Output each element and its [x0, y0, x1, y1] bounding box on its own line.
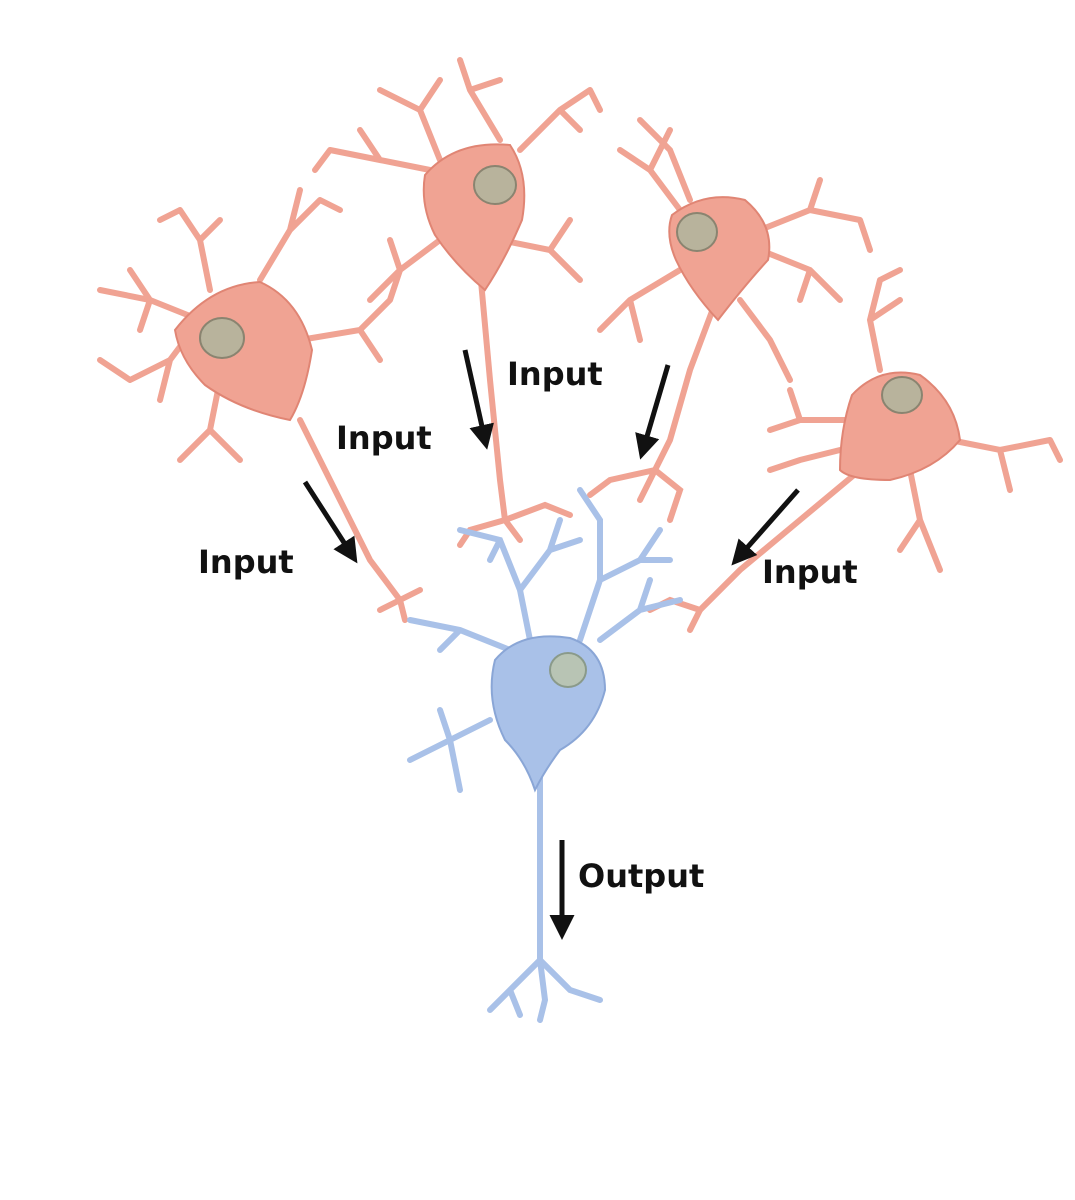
- label-input-center-left: Input: [336, 419, 432, 457]
- label-output: Output: [578, 857, 705, 895]
- input-neuron-4: [647, 267, 1063, 633]
- input-neuron-2: [312, 57, 603, 548]
- input-neuron-3: [587, 117, 873, 523]
- arrow-input-center: [635, 364, 671, 460]
- input-neuron-1: [97, 187, 423, 623]
- arrow-input-right: [731, 488, 800, 566]
- label-input-center: Input: [507, 355, 603, 393]
- signal-arrows: [302, 349, 800, 940]
- arrow-input-center-left: [462, 349, 494, 450]
- output-neuron: [407, 487, 683, 1023]
- arrow-input-left: [302, 480, 358, 564]
- label-input-right: Input: [762, 553, 858, 591]
- label-input-left: Input: [198, 543, 294, 581]
